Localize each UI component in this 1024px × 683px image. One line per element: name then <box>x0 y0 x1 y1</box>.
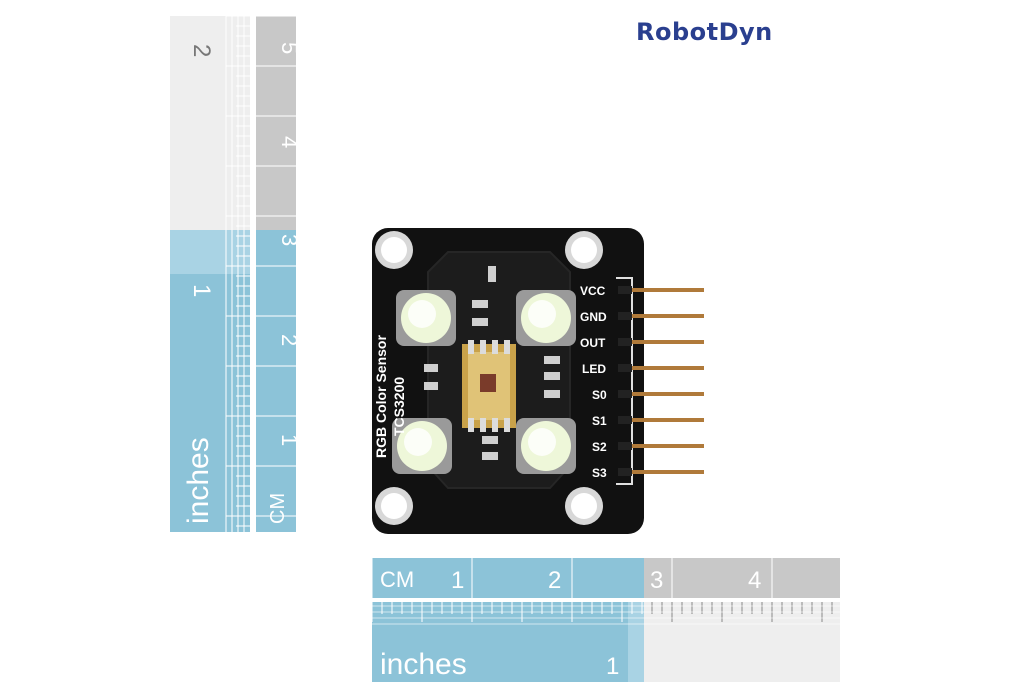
inch-number-2: 2 <box>188 44 215 57</box>
inches-strip-light <box>170 16 250 230</box>
h-cm-strip-blue <box>372 558 644 598</box>
mounting-hole-icon <box>375 487 413 525</box>
led-top-left <box>396 290 456 346</box>
vertical-ruler: 2 1 inches 5 4 3 2 1 CM <box>170 16 300 532</box>
cm-number-3: 3 <box>277 234 300 246</box>
mounting-hole-icon <box>375 231 413 269</box>
pin-label-s3: S3 <box>592 466 607 480</box>
cm-label: CM <box>267 493 289 524</box>
robotdyn-logo: RobotDyn <box>636 18 773 46</box>
inches-strip-highlight <box>170 230 250 274</box>
inch-number-1: 1 <box>188 284 215 297</box>
horizontal-ruler: CM 1 2 3 4 inches 1 <box>372 558 840 682</box>
h-cm-number-4: 4 <box>748 567 761 594</box>
header-pin <box>632 366 704 370</box>
h-cm-number-3: 3 <box>650 567 663 594</box>
pin-spacer <box>618 390 632 398</box>
header-pin <box>632 418 704 422</box>
pin-label-vcc: VCC <box>580 284 606 298</box>
led-bottom-left <box>392 418 452 474</box>
header-outline <box>616 277 633 485</box>
cm-number-4: 4 <box>277 136 300 148</box>
mounting-hole-icon <box>565 231 603 269</box>
tcs3200-chip <box>462 340 516 432</box>
pin-label-s2: S2 <box>592 440 607 454</box>
horizontal-ticks <box>372 558 840 625</box>
led-top-right <box>516 290 576 346</box>
inches-label: inches <box>182 437 215 524</box>
inches-strip-blue <box>170 230 250 532</box>
header-pin <box>632 340 704 344</box>
h-inches-label: inches <box>380 648 467 681</box>
h-cm-label: CM <box>380 567 414 592</box>
header-pin <box>632 288 704 292</box>
pin-spacer <box>618 416 632 424</box>
pin-label-s1: S1 <box>592 414 607 428</box>
pin-spacer <box>618 364 632 372</box>
pin-spacer <box>618 312 632 320</box>
cm-number-2: 2 <box>277 334 300 346</box>
smd-components <box>424 266 560 460</box>
pin-spacer <box>618 468 632 476</box>
cm-strip-blue <box>256 230 296 532</box>
cm-strip-grey <box>256 16 296 230</box>
pin-label-gnd: GND <box>580 310 607 324</box>
header-pin <box>632 314 704 318</box>
header-pins <box>618 286 704 476</box>
h-inches-strip-blue <box>372 602 628 682</box>
h-cm-number-1: 1 <box>451 567 464 594</box>
pin-spacer <box>618 286 632 294</box>
pin-spacer <box>618 338 632 346</box>
h-inches-strip-light <box>644 602 840 682</box>
pin-spacer <box>618 442 632 450</box>
vertical-ticks <box>225 16 296 532</box>
cm-number-1: 1 <box>277 434 300 446</box>
h-inch-number-1: 1 <box>606 653 619 680</box>
h-cm-number-2: 2 <box>548 567 561 594</box>
pin-label-out: OUT <box>580 336 606 350</box>
sensor-board: RGB Color Sensor TCS3200 VCC GND OUT LED… <box>372 228 704 534</box>
h-inches-strip-highlight <box>628 602 644 682</box>
header-pin <box>632 392 704 396</box>
header-pin <box>632 470 704 474</box>
cm-number-5: 5 <box>277 42 300 54</box>
board-chip-label: TCS3200 <box>391 377 407 436</box>
board-title: RGB Color Sensor <box>373 335 389 458</box>
led-bottom-right <box>516 418 576 474</box>
pin-label-led: LED <box>582 362 606 376</box>
mounting-hole-icon <box>565 487 603 525</box>
pin-label-s0: S0 <box>592 388 607 402</box>
h-cm-strip-grey <box>644 558 840 598</box>
header-pin <box>632 444 704 448</box>
